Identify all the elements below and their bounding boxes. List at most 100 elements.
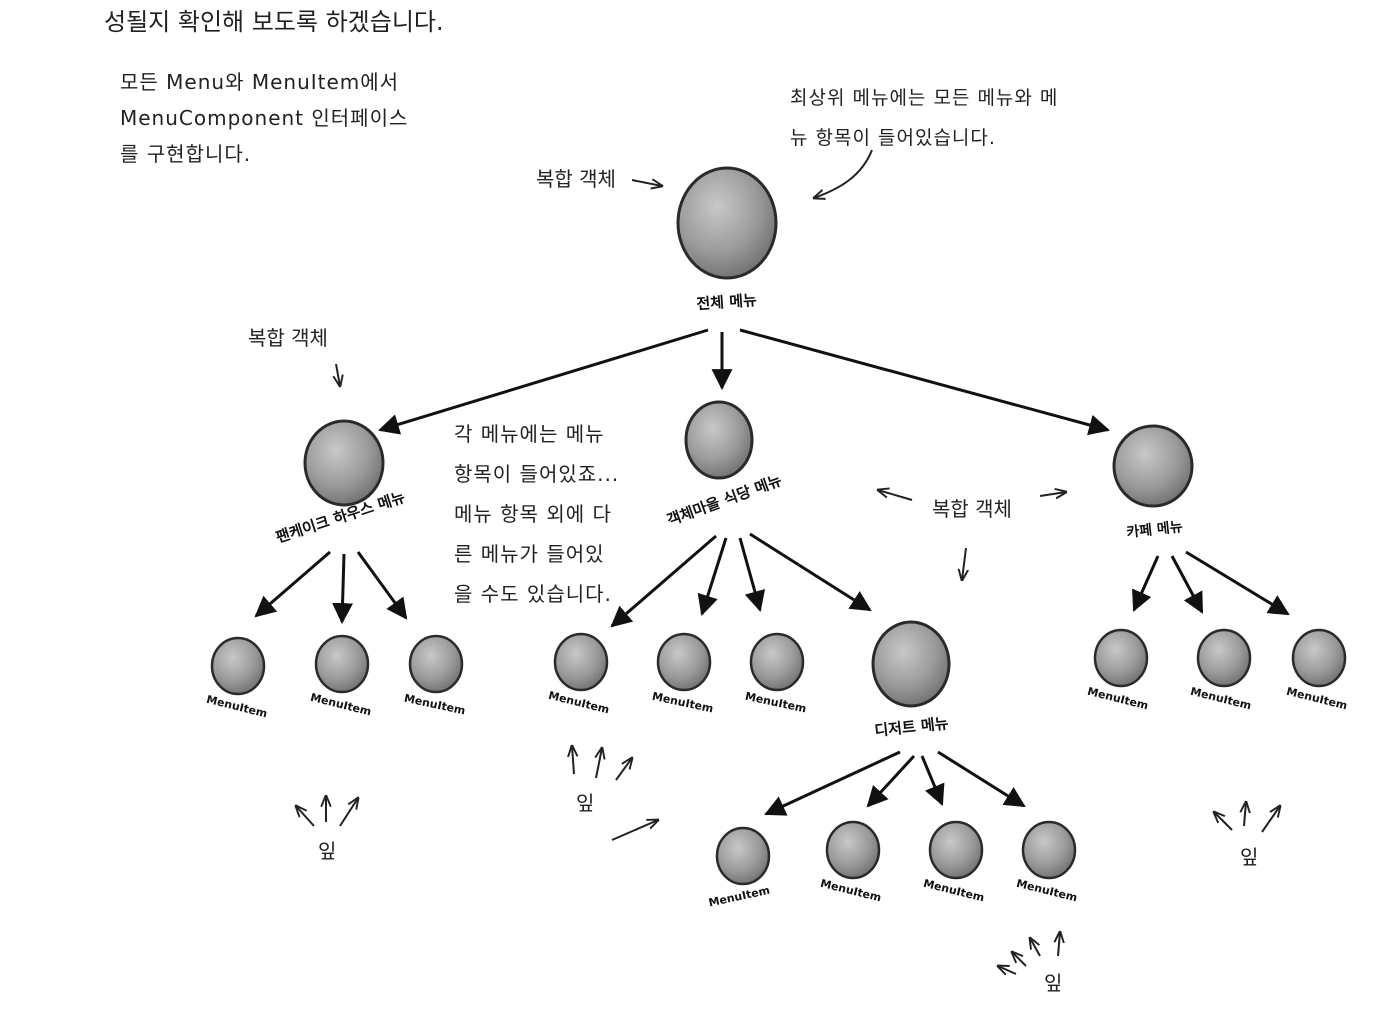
composite-label: 복합 객체 — [932, 497, 1012, 521]
node-label: MenuItem — [819, 877, 883, 905]
interface-note: 모든 Menu와 MenuItem에서 MenuComponent 인터페이스 … — [120, 64, 408, 172]
node-label: MenuItem — [744, 690, 808, 716]
menu-item-node: MenuItem — [547, 632, 611, 717]
node-label: MenuItem — [651, 690, 715, 716]
leaf-annotation-pancake: 잎 — [296, 796, 358, 863]
tree-edges — [254, 328, 1290, 816]
node-label: 디저트 메뉴 — [874, 714, 950, 740]
pointer-arrow — [1244, 802, 1246, 827]
node-label: 카페 메뉴 — [1126, 519, 1184, 541]
composite-annotation-top: 복합 객체 — [536, 167, 662, 191]
node-label: MenuItem — [1189, 685, 1253, 713]
edge-line — [739, 328, 1111, 436]
menu-item-node: MenuItem — [707, 826, 771, 910]
menu-item-node: MenuItem — [1086, 628, 1150, 713]
each-menu-note-line: 른 메뉴가 들어있 — [454, 542, 605, 566]
menu-item-node: MenuItem — [744, 632, 808, 716]
leaf-annotation-dessert: 잎 — [998, 932, 1062, 995]
menu-item-node: MenuItem — [651, 632, 715, 716]
each-menu-note: 각 메뉴에는 메뉴 항목이 들어있죠... 메뉴 항목 외에 다 른 메뉴가 들… — [454, 414, 619, 614]
each-menu-note-line: 을 수도 있습니다. — [454, 582, 612, 606]
edge-line — [377, 328, 709, 435]
menu-item-node: MenuItem — [922, 820, 986, 905]
node-label: MenuItem — [1015, 877, 1079, 905]
node-label: 전체 메뉴 — [696, 291, 758, 313]
pointer-arrow — [814, 149, 873, 198]
each-menu-note-line: 각 메뉴에는 메뉴 — [454, 422, 605, 446]
edge-line — [920, 755, 945, 806]
menu-item-node: MenuItem — [205, 636, 269, 721]
pointer-arrow — [1261, 806, 1280, 833]
pointer-arrow — [998, 966, 1017, 974]
pointer-arrow — [572, 746, 574, 775]
top-menu-note-line: 뉴 항목이 들어있습니다. — [790, 127, 996, 149]
node-all-menus: 전체 메뉴 — [676, 166, 778, 313]
interface-note-line: 를 구현합니다. — [120, 142, 252, 166]
edge-line — [937, 750, 1026, 808]
pointer-arrow — [1039, 492, 1066, 496]
interface-note-line: 모든 Menu와 MenuItem에서 — [120, 70, 400, 94]
top-menu-note: 최상위 메뉴에는 모든 메뉴와 메 뉴 항목이 들어있습니다. — [790, 78, 1058, 158]
composite-label: 복합 객체 — [536, 167, 616, 191]
edge-line — [749, 532, 872, 612]
pointer-arrow — [611, 820, 658, 841]
node-label: MenuItem — [205, 693, 269, 721]
node-label: MenuItem — [707, 884, 771, 910]
edge-line — [764, 750, 901, 816]
menu-item-node: MenuItem — [309, 634, 373, 719]
menu-item-node: MenuItem — [1015, 820, 1079, 905]
pointer-arrow — [296, 806, 315, 827]
composite-annotation-right: 복합 객체 — [878, 490, 1066, 580]
leaf-label: 잎 — [318, 839, 336, 863]
leaf-annotation-diner: 잎 — [572, 746, 658, 841]
node-cafe-menu: 카페 메뉴 — [1112, 424, 1194, 541]
node-dessert-menu: 디저트 메뉴 — [871, 620, 951, 740]
node-label: MenuItem — [547, 689, 611, 717]
edge-line — [1185, 550, 1290, 616]
leaf-label: 잎 — [1044, 971, 1062, 995]
node-pancake-menu: 팬케이크 하우스 메뉴 — [274, 419, 407, 547]
node-label: MenuItem — [309, 691, 373, 719]
each-menu-note-line: 항목이 들어있죠... — [454, 462, 620, 486]
node-label: MenuItem — [922, 877, 986, 905]
pointer-arrow — [878, 490, 913, 501]
pointer-arrow — [336, 363, 340, 386]
menu-item-node: MenuItem — [1285, 628, 1349, 713]
edge-line — [1132, 555, 1160, 612]
node-label: MenuItem — [1285, 685, 1349, 713]
edge-line — [697, 537, 728, 617]
menu-item-node: MenuItem — [1189, 628, 1253, 713]
edge-line — [866, 754, 916, 808]
pointer-arrow — [962, 547, 966, 580]
leaf-label: 잎 — [1240, 845, 1258, 869]
edge-line — [610, 534, 717, 628]
edge-line — [332, 553, 354, 625]
edge-line — [738, 537, 766, 613]
top-menu-note-line: 최상위 메뉴에는 모든 메뉴와 메 — [790, 87, 1059, 109]
leaf-label: 잎 — [576, 791, 594, 815]
edge-line — [356, 551, 408, 620]
pointer-arrow — [1058, 932, 1060, 957]
each-menu-note-line: 메뉴 항목 외에 다 — [454, 502, 612, 526]
edge-line — [1170, 555, 1204, 614]
pointer-arrow — [1030, 938, 1041, 957]
interface-note-line: MenuComponent 인터페이스 — [120, 106, 409, 130]
node-label: MenuItem — [403, 692, 467, 718]
edge-line — [254, 550, 331, 618]
composite-annotation-left: 복합 객체 — [248, 326, 340, 386]
pointer-arrow — [596, 748, 602, 779]
menu-item-node: MenuItem — [403, 634, 467, 718]
pointer-arrow — [631, 180, 662, 186]
leaf-annotation-cafe: 잎 — [1214, 802, 1280, 869]
composite-label: 복합 객체 — [248, 326, 328, 350]
pointer-arrow — [339, 798, 358, 827]
pointer-arrow — [1012, 952, 1027, 967]
menu-item-node: MenuItem — [819, 820, 883, 905]
pointer-arrow — [1214, 812, 1233, 831]
node-diner-menu: 객체마을 식당 메뉴 — [664, 400, 784, 529]
intro-text: 성될지 확인해 보도록 하겠습니다. — [104, 8, 444, 36]
node-label: MenuItem — [1086, 685, 1150, 713]
pointer-arrow — [615, 758, 632, 781]
node-label: 객체마을 식당 메뉴 — [664, 471, 784, 529]
